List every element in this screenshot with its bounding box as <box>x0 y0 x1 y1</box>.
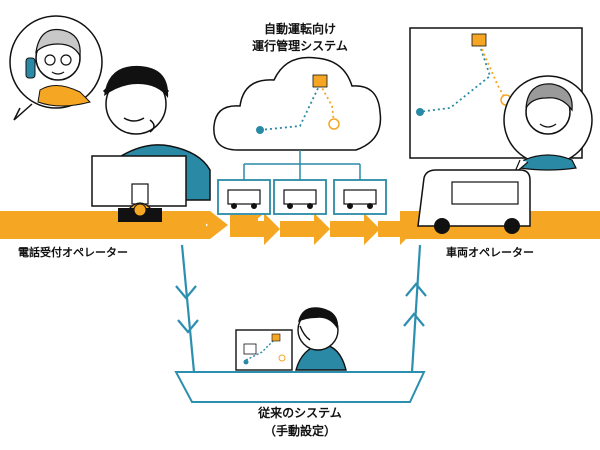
vehicle-operator-label: 車両オペレーター <box>446 246 534 259</box>
vehicle-box-1 <box>217 179 271 215</box>
legacy-system-title-line2: （手動設定） <box>263 424 336 438</box>
cloud-system-title: 自動運転向け 運行管理システム <box>210 21 390 55</box>
phone-caller-bubble <box>9 15 103 121</box>
vehicle-box-3 <box>333 179 387 215</box>
vehicle-operator-bubble <box>503 75 593 175</box>
phone-operator-label: 電話受付オペレーター <box>18 246 128 259</box>
cloud-connectors <box>243 150 361 180</box>
chevron-arrows <box>230 213 416 245</box>
legacy-desk <box>174 371 426 403</box>
legacy-monitor <box>235 329 293 371</box>
legacy-system-title: 従来のシステム （手動設定） <box>220 404 380 440</box>
cloud-system-title-line1: 自動運転向け <box>263 22 336 36</box>
phone-operator-desk-monitor <box>91 155 187 222</box>
vehicle-box-2 <box>273 179 327 215</box>
up-arrow-icon <box>403 282 427 327</box>
legacy-operator-person <box>295 307 347 371</box>
cloud-system-title-line2: 運行管理システム <box>252 39 348 53</box>
legacy-flow-lines <box>180 244 422 373</box>
legacy-system-title-line1: 従来のシステム <box>258 406 342 420</box>
down-arrow-icon <box>175 285 199 334</box>
autonomous-vehicle-illustration <box>417 169 531 234</box>
cloud-route-map <box>256 74 340 134</box>
cloud-icon <box>213 56 382 151</box>
